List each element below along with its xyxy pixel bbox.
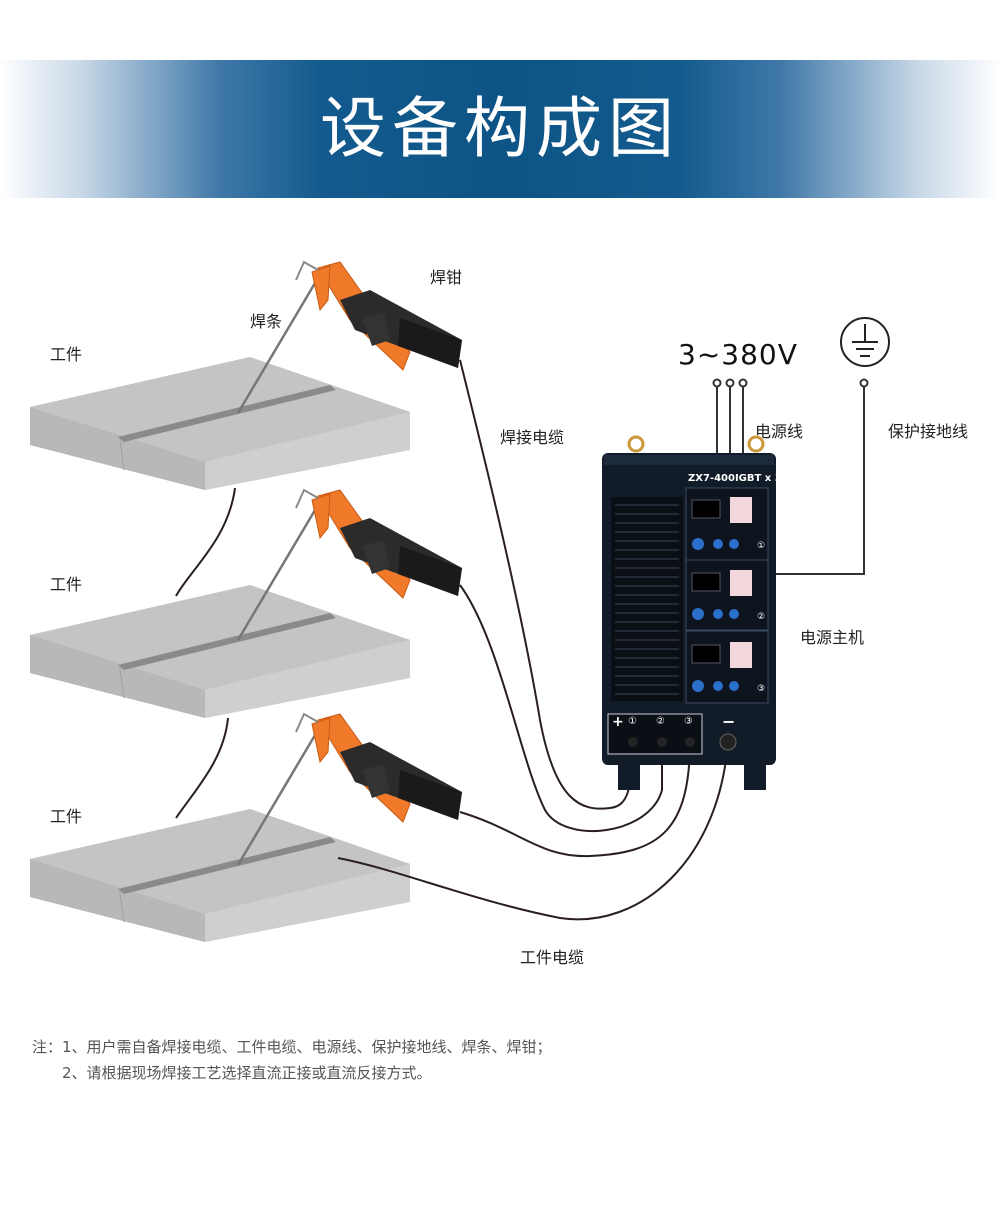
label-voltage: 3~380V	[678, 338, 798, 371]
label-workpiece-1: 工件	[50, 345, 83, 364]
label-ground-line: 保护接地线	[888, 422, 969, 441]
label-welding-cable: 焊接电缆	[500, 428, 565, 447]
title-banner: 设备构成图	[0, 60, 1000, 198]
welding-clamp-icon	[295, 713, 463, 823]
note-line-2: 2、请根据现场焊接工艺选择直流正接或直流反接方式。	[62, 1064, 432, 1082]
label-work-cable: 工件电缆	[520, 948, 585, 967]
terminal-plus: +	[612, 714, 624, 730]
module-number-1: ①	[757, 541, 766, 551]
workpiece-plate-1	[29, 356, 411, 491]
power-line-wires	[712, 378, 748, 455]
terminal-label-2: ②	[656, 716, 665, 727]
welding-clamp-icon	[295, 489, 463, 599]
page-title: 设备构成图	[320, 90, 680, 167]
label-workpiece-2: 工件	[50, 575, 83, 594]
label-workpiece-3: 工件	[50, 807, 83, 826]
note-line-1: 注：1、用户需自备焊接电缆、工件电缆、电源线、保护接地线、焊条、焊钳；	[32, 1038, 552, 1056]
welding-cable-2	[459, 584, 663, 832]
control-module-3	[685, 630, 769, 704]
electrode-rod-3	[236, 729, 320, 866]
workpiece-plate-3	[29, 808, 411, 943]
terminal-minus: −	[722, 712, 736, 731]
electrode-rod-2	[236, 504, 320, 641]
label-power-line: 电源线	[755, 422, 804, 441]
work-cable	[337, 739, 729, 921]
lifting-ring-icon	[747, 435, 765, 453]
terminal-label-3: ③	[684, 716, 693, 727]
workpiece-plate-2	[29, 584, 411, 719]
control-module-2	[685, 559, 769, 631]
plate-jumper-cable-2	[175, 717, 229, 819]
plate-jumper-cable-1	[175, 487, 236, 597]
label-electrode: 焊条	[250, 312, 283, 331]
machine-model: ZX7-400IGBT x 3	[688, 473, 782, 484]
ground-symbol-icon	[840, 317, 890, 367]
ground-wire	[776, 378, 869, 575]
notes: 注：1、用户需自备焊接电缆、工件电缆、电源线、保护接地线、焊条、焊钳； 2、请根…	[32, 1034, 552, 1086]
label-power-unit: 电源主机	[800, 628, 865, 647]
electrode-rod-1	[236, 277, 320, 414]
lifting-ring-icon	[627, 435, 645, 453]
module-number-3: ③	[757, 684, 766, 694]
power-unit-machine	[602, 435, 776, 790]
module-number-2: ②	[757, 612, 766, 622]
terminal-label-1: ①	[628, 716, 637, 727]
welding-cable-3	[459, 739, 691, 858]
label-holder: 焊钳	[430, 268, 463, 287]
welding-cable-1	[459, 359, 634, 810]
control-module-1	[685, 487, 769, 561]
